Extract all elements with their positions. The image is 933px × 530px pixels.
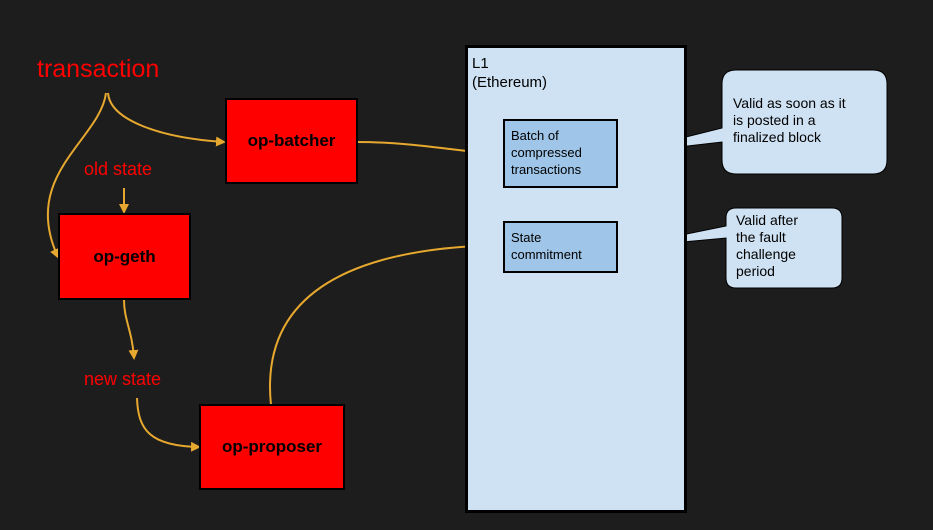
state-commitment-box: State commitment bbox=[503, 221, 618, 273]
batch-of-compressed-transactions-box: Batch of compressed transactions bbox=[503, 119, 618, 188]
arrow-geth-to-new-state bbox=[123, 299, 139, 360]
op-proposer-box: op-proposer bbox=[199, 404, 345, 490]
l1-title: L1 (Ethereum) bbox=[472, 55, 548, 91]
op-geth-box: op-geth bbox=[58, 213, 191, 300]
op-batcher-box: op-batcher bbox=[225, 98, 358, 184]
callout-state-bubble bbox=[617, 207, 843, 289]
l1-ethereum-container: L1 (Ethereum) bbox=[465, 45, 687, 513]
arrow-transaction-to-geth bbox=[46, 92, 107, 259]
arrow-transaction-to-batcher bbox=[107, 92, 226, 147]
arrow-proposer-to-state-commitment bbox=[269, 240, 504, 406]
arrow-new-state-to-proposer bbox=[136, 397, 201, 452]
new-state-label: new state bbox=[84, 369, 162, 389]
transaction-label: transaction bbox=[37, 55, 160, 83]
callout-state-text: Valid after the fault challenge period bbox=[736, 212, 798, 279]
callout-batch-text: Valid as soon as it is posted in a final… bbox=[733, 95, 846, 145]
old-state-label: old state bbox=[84, 159, 153, 179]
callout-batch-bubble bbox=[617, 69, 888, 175]
